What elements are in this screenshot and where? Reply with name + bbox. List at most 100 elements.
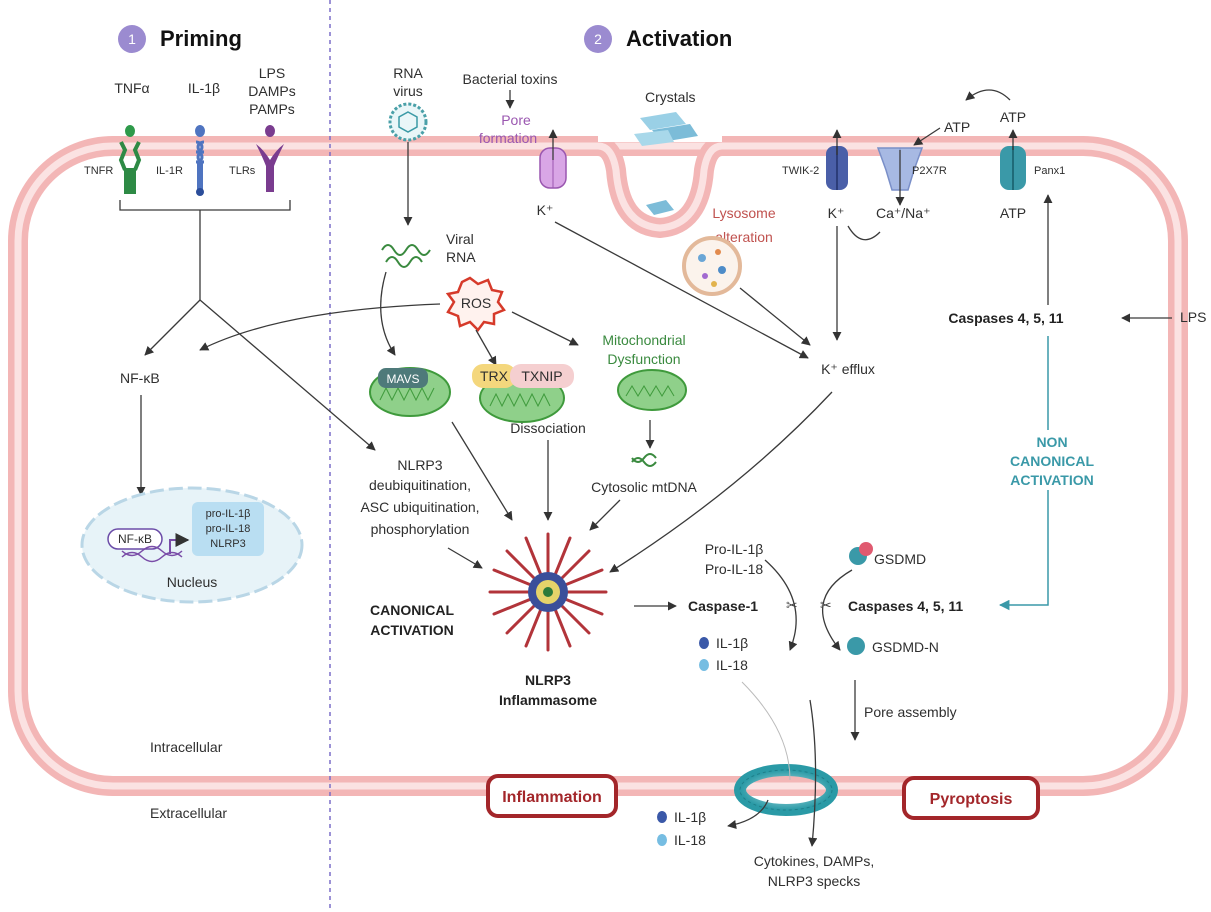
ros-burst-icon (445, 276, 506, 332)
viral-rna-label: Viral (446, 231, 474, 247)
pro-il-label: Pro-IL-1β (705, 541, 764, 557)
svg-text:ACTIVATION: ACTIVATION (1010, 472, 1093, 488)
svg-text:RNA: RNA (446, 249, 476, 265)
il1b-released-icon (657, 811, 667, 823)
cytosolic-mtdna-label: Cytosolic mtDNA (591, 479, 697, 495)
mavs-mitochondrion-icon (369, 367, 451, 417)
tlrs-label: TLRs (229, 165, 256, 177)
cell-membrane (8, 132, 1188, 796)
panx1-channel-icon (1000, 146, 1026, 190)
svg-text:NF-κB: NF-κB (118, 532, 152, 546)
priming-header: 1 Priming (118, 25, 242, 53)
atp-p2x7r-label: ATP (944, 119, 970, 135)
dysfunctional-mitochondrion-icon (617, 369, 687, 411)
tnfr-label: TNFR (84, 165, 113, 177)
twik2-label: TWIK-2 (782, 165, 819, 177)
tnfr-receptor-icon (118, 125, 142, 194)
svg-text:ASC ubiquitination,: ASC ubiquitination, (360, 499, 479, 515)
k-plus-pore-label: K⁺ (537, 202, 554, 218)
svg-text:Nucleus: Nucleus (167, 574, 218, 590)
panx1-label: Panx1 (1034, 165, 1065, 177)
virus-icon (388, 102, 428, 142)
svg-text:Dysfunction: Dysfunction (607, 351, 680, 367)
svg-text:pro-IL-1β: pro-IL-1β (206, 508, 251, 520)
ptm-label: NLRP3 (397, 457, 442, 473)
il1b-released-label: IL-1β (674, 809, 706, 825)
scissors-icon-2: ✂ (820, 597, 832, 613)
svg-text:deubiquitination,: deubiquitination, (369, 477, 471, 493)
nfkb-label: NF-κB (120, 370, 160, 386)
canonical-activation-label: CANONICAL (370, 602, 454, 618)
atp-in-label: ATP (1000, 205, 1026, 221)
svg-text:phosphorylation: phosphorylation (371, 521, 470, 537)
k-efflux-label: K⁺ efflux (821, 361, 875, 377)
tlr-receptor-icon (256, 125, 284, 192)
gsdmd-n-icon (847, 637, 865, 655)
gasdermin-pore-icon (734, 764, 838, 816)
pamps-label: PAMPs (249, 101, 295, 117)
lps-noncanonical-label: LPS (1180, 309, 1206, 325)
p2x7r-label: P2X7R (912, 165, 947, 177)
caspases-noncanonical-label: Caspases 4, 5, 11 (948, 310, 1063, 326)
mito-dysfunction-label: Mitochondrial (602, 332, 685, 348)
tnfa-label: TNFα (114, 80, 149, 96)
arrow-to-nfkb (144, 299, 201, 356)
lysosome-label: Lysosome (712, 205, 776, 221)
svg-text:alteration: alteration (715, 229, 773, 245)
caspase1-label: Caspase-1 (688, 598, 758, 614)
gsdmd-n-label: GSDMD-N (872, 639, 939, 655)
pore-formation-label: Pore (501, 112, 531, 128)
nucleus: pro-IL-1β pro-IL-18 NLRP3 NF-κB Nucleus (80, 486, 304, 604)
scissors-icon: ✂ (786, 597, 798, 613)
rna-virus-label: RNA (393, 65, 423, 81)
noncanonical-arrow (998, 336, 1049, 611)
arrow-to-ptm (199, 299, 376, 451)
il18-cleaved-icon (699, 659, 709, 671)
extracellular-label: Extracellular (150, 805, 227, 821)
pyroptosis-box: Pyroptosis (902, 776, 1040, 820)
trx-txnip-mitochondrion-icon (472, 364, 574, 423)
caspases-label: Caspases 4, 5, 11 (848, 598, 963, 614)
pore-assembly-label: Pore assembly (864, 704, 957, 720)
released-label: Cytokines, DAMPs, (754, 853, 875, 869)
viral-rna-icon (381, 244, 431, 268)
crystals-label: Crystals (645, 89, 696, 105)
svg-text:pro-IL-18: pro-IL-18 (206, 523, 251, 535)
svg-text:virus: virus (393, 83, 423, 99)
atp-out-label: ATP (1000, 109, 1026, 125)
il1r-receptor-icon (195, 125, 205, 196)
bacterial-toxins-label: Bacterial toxins (463, 71, 558, 87)
arrow-rna-mavs (380, 271, 396, 356)
ros-label: ROS (461, 295, 491, 311)
svg-text:Pyroptosis: Pyroptosis (930, 791, 1013, 808)
il18-cleaved-label: IL-18 (716, 657, 748, 673)
intracellular-label: Intracellular (150, 739, 223, 755)
svg-text:formation: formation (479, 130, 537, 146)
inflammation-box: Inflammation (486, 774, 618, 818)
k-plus-twik-label: K⁺ (828, 205, 845, 221)
il1b-cleaved-icon (699, 637, 709, 649)
il1b-ligand-label: IL-1β (188, 80, 220, 96)
trx-label: TRX (480, 368, 509, 384)
svg-text:Inflammasome: Inflammasome (499, 692, 597, 708)
svg-text:1: 1 (128, 31, 136, 47)
svg-text:Inflammation: Inflammation (502, 789, 602, 806)
lysosome-icon (682, 236, 742, 296)
mtdna-icon (631, 453, 657, 467)
ca-na-label: Ca⁺/Na⁺ (876, 205, 930, 221)
svg-text:CANONICAL: CANONICAL (1010, 453, 1094, 469)
nlrp3-inflammasome-icon (488, 532, 608, 652)
txnip-label: TXNIP (521, 368, 562, 384)
mavs-label: MAVS (386, 372, 419, 386)
gsdmd-icon (849, 542, 873, 565)
lps-label: LPS (259, 65, 285, 81)
arrow-pore-efflux (554, 221, 809, 359)
noncanonical-label: NON (1036, 434, 1067, 450)
svg-text:ACTIVATION: ACTIVATION (370, 622, 453, 638)
svg-text:NLRP3 specks: NLRP3 specks (768, 873, 861, 889)
gsdmd-label: GSDMD (874, 551, 926, 567)
inflammasome-label: NLRP3 (525, 672, 571, 688)
svg-text:Priming: Priming (160, 26, 242, 51)
svg-text:Activation: Activation (626, 26, 732, 51)
